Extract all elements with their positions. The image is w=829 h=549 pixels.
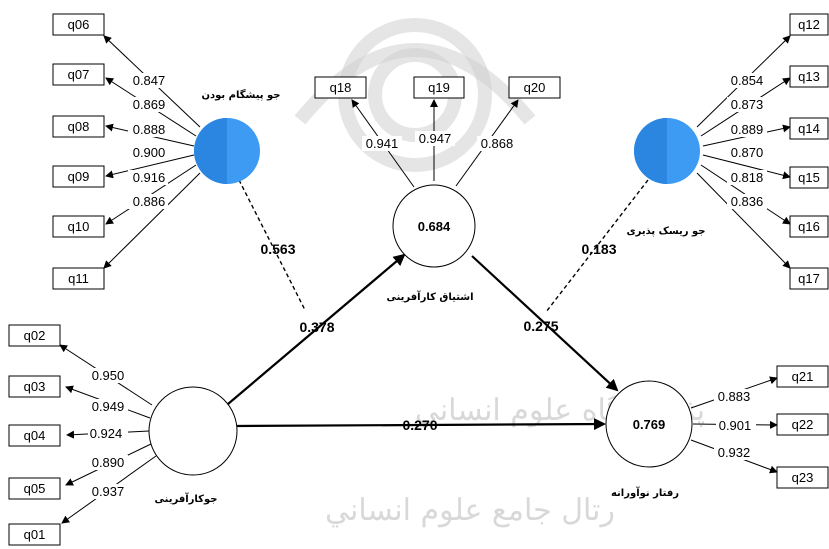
svg-text:q04: q04 [24, 428, 46, 443]
loading-q07: 0.869 [133, 97, 166, 112]
svg-text:q13: q13 [798, 69, 820, 84]
loading-q04: 0.924 [90, 426, 123, 441]
svg-text:q02: q02 [24, 328, 46, 343]
construct-innov-behavior-r2: 0.769 [633, 417, 666, 432]
indicator-q16: q16 [789, 215, 829, 238]
construct-proactive-climate-label: جو پیشگام بودن [201, 88, 280, 101]
indicator-q14: q14 [789, 117, 829, 140]
loading-labels: 0.950 0.949 0.924 0.890 0.937 0.847 0.86… [88, 73, 767, 499]
loading-q06: 0.847 [133, 73, 166, 88]
loading-q19: 0.947 [419, 131, 452, 146]
construct-ent-fit: جوکارآفرینی [148, 386, 238, 505]
indicator-q23: q23 [776, 466, 829, 489]
svg-text:q03: q03 [24, 379, 46, 394]
indicator-q13: q13 [789, 65, 829, 88]
coef-fit-to-passion: 0.378 [299, 319, 334, 335]
indicator-boxes: q02 q03 q04 q05 q01 q06 q07 q08 q09 q10 … [8, 13, 829, 546]
svg-text:ﺭﺗﺎﻝ ﺟﺎﻣﻊ ﻋﻠﻮﻡ ﺍﻧﺴﺎﻧﻲ: ﺭﺗﺎﻝ ﺟﺎﻣﻊ ﻋﻠﻮﻡ ﺍﻧﺴﺎﻧﻲ [325, 493, 615, 528]
path-coefficients: 0.563 0.378 0.270 0.275 0.183 [260, 241, 616, 433]
loading-q03: 0.949 [92, 399, 125, 414]
svg-text:q07: q07 [68, 67, 90, 82]
structural-paths [227, 179, 649, 431]
loading-q17: 0.836 [731, 194, 764, 209]
path-fit-to-behavior [236, 418, 606, 431]
construct-ent-passion: 0.684 اشتیاق کارآفرینی [386, 184, 476, 303]
construct-proactive-climate: جو پیشگام بودن [194, 88, 281, 184]
path-proactive-moderator [238, 179, 306, 311]
indicator-q22: q22 [776, 413, 829, 436]
indicator-q08: q08 [52, 115, 105, 138]
indicator-q20: q20 [508, 76, 561, 99]
loading-q23: 0.932 [718, 445, 751, 460]
loading-q08: 0.888 [133, 122, 166, 137]
loading-q11: 0.886 [133, 194, 166, 209]
svg-text:q19: q19 [428, 80, 450, 95]
indicator-q18: q18 [314, 76, 367, 99]
svg-text:q10: q10 [68, 219, 90, 234]
indicator-q19: q19 [413, 76, 465, 99]
indicator-q06: q06 [52, 13, 105, 36]
svg-text:q23: q23 [792, 470, 814, 485]
construct-risk-climate: جو ریسک پذیری [626, 118, 706, 237]
path-passion-to-behavior [471, 255, 619, 392]
coef-passion-to-behavior: 0.275 [523, 318, 558, 334]
svg-text:q17: q17 [798, 271, 820, 286]
loading-q22: 0.901 [719, 418, 752, 433]
coef-proactive-to-passion: 0.563 [260, 241, 295, 257]
loading-q20: 0.868 [481, 136, 514, 151]
construct-innov-behavior-label: رفتار نوآورانه [611, 486, 679, 499]
construct-ent-fit-label: جوکارآفرینی [155, 492, 218, 505]
loading-q02: 0.950 [92, 368, 125, 383]
loading-q01: 0.937 [92, 484, 125, 499]
construct-risk-climate-label: جو ریسک پذیری [626, 226, 705, 237]
svg-text:q06: q06 [68, 17, 90, 32]
loading-q16: 0.818 [731, 170, 764, 185]
svg-text:q14: q14 [798, 121, 820, 136]
path-fit-to-passion [227, 253, 406, 405]
indicator-q03: q03 [8, 375, 61, 398]
loading-q10: 0.916 [133, 170, 166, 185]
indicator-q17: q17 [789, 267, 829, 290]
indicator-q12: q12 [789, 13, 829, 36]
loading-q14: 0.889 [731, 122, 764, 137]
construct-ent-passion-r2: 0.684 [418, 219, 451, 234]
coef-fit-to-behavior: 0.270 [402, 417, 437, 433]
svg-text:q21: q21 [792, 369, 814, 384]
svg-text:q16: q16 [798, 219, 820, 234]
svg-text:q11: q11 [68, 271, 89, 286]
coef-risk-to-behavior: 0.183 [581, 241, 616, 257]
svg-text:q09: q09 [68, 169, 90, 184]
indicator-q21: q21 [776, 365, 829, 388]
indicator-q02: q02 [8, 324, 61, 347]
loading-q21: 0.883 [718, 389, 751, 404]
construct-ent-passion-label: اشتیاق کارآفرینی [386, 290, 473, 303]
indicator-q10: q10 [52, 215, 105, 238]
loading-q05: 0.890 [92, 455, 125, 470]
indicator-q04: q04 [8, 424, 61, 447]
loading-q18: 0.941 [366, 136, 399, 151]
svg-text:q20: q20 [524, 80, 546, 95]
svg-text:q08: q08 [68, 119, 90, 134]
svg-text:q22: q22 [792, 417, 814, 432]
indicator-q07: q07 [52, 63, 105, 86]
indicator-q01: q01 [8, 523, 61, 546]
loading-q12: 0.854 [731, 73, 764, 88]
loading-q15: 0.870 [731, 145, 764, 160]
svg-text:q18: q18 [330, 80, 352, 95]
indicator-q11: q11 [52, 267, 105, 290]
indicator-q15: q15 [789, 166, 829, 189]
loading-q13: 0.873 [731, 97, 764, 112]
svg-text:q15: q15 [798, 170, 820, 185]
svg-text:q12: q12 [798, 17, 820, 32]
indicator-q05: q05 [8, 477, 61, 500]
svg-text:q05: q05 [24, 481, 46, 496]
construct-innov-behavior: 0.769 رفتار نوآورانه [605, 380, 693, 499]
loading-q09: 0.900 [133, 145, 166, 160]
indicator-q09: q09 [52, 165, 105, 188]
svg-text:q01: q01 [24, 527, 46, 542]
